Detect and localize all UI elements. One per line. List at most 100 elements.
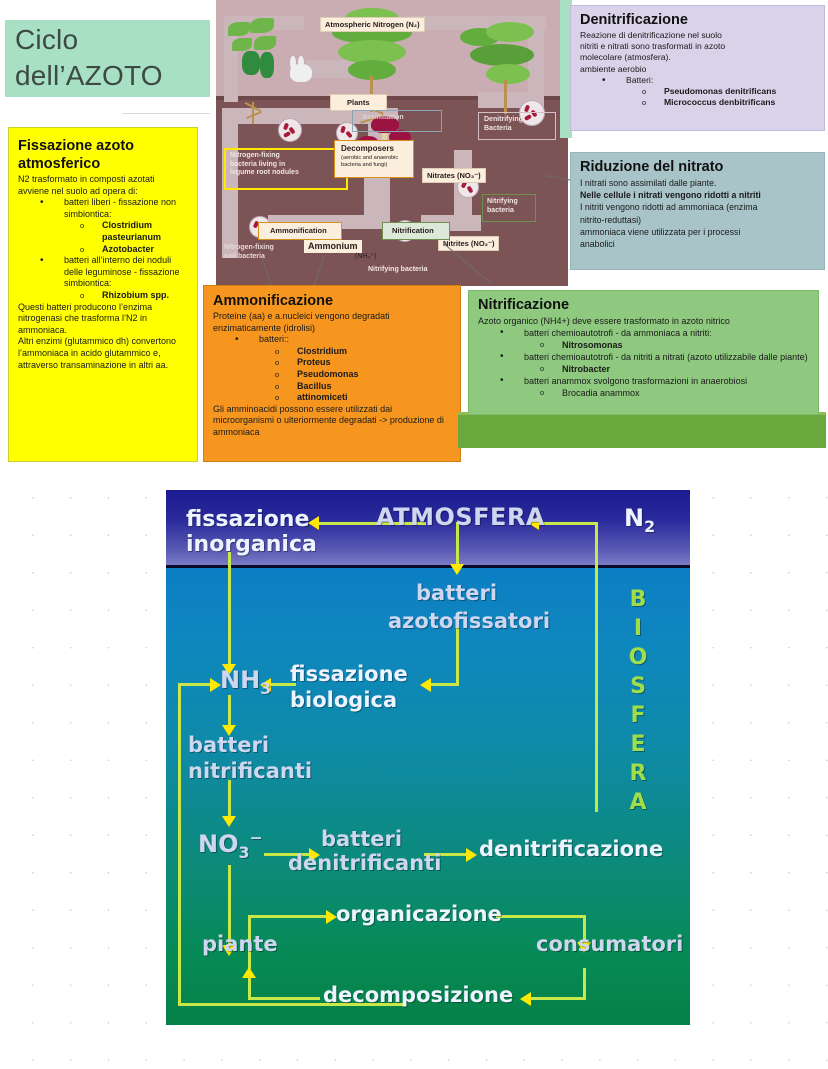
rabbit: [290, 64, 312, 82]
line-far-left-vertical: [178, 683, 181, 1003]
ammonificazione-sub-4: Bacillus: [213, 381, 452, 393]
cycle-label-batteri-denitrificanti-1: batteri: [321, 827, 403, 851]
cycle-label-no3: NO3−: [198, 828, 263, 862]
atmosphere-biosphere-divider: [166, 565, 690, 568]
line-bottom-return: [178, 1003, 406, 1006]
arrow-to-nitrificanti: [222, 725, 236, 736]
line-no3-to-denitrificanti: [264, 853, 312, 856]
fissazione-tail-1: Questi batteri producono l’enzima nitrog…: [18, 301, 153, 335]
arrow-to-decomposizione: [520, 992, 531, 1006]
label-nitrification: Nitrification: [392, 226, 434, 235]
label-atmospheric-nitrogen: Atmospheric Nitrogen (N₂): [320, 17, 425, 32]
nitrificazione-list: batteri chemioautotrofi - da ammoniaca a…: [478, 327, 810, 399]
denitrificazione-list: Batteri: Pseudomonas denitrificans Micro…: [580, 75, 816, 109]
nitrificazione-bullet-2: batteri chemioautotrofi - da nitriti a n…: [478, 351, 810, 363]
arrow-band-left: [222, 108, 238, 258]
green-accent-strip: [560, 0, 572, 138]
label-nitrifying-bacteria: Nitrifying bacteria: [487, 198, 518, 214]
title-divider: [122, 113, 210, 114]
arrow-to-organicazione: [326, 910, 337, 924]
biosfera-letter-6: R: [629, 761, 647, 786]
fissazione-bullet-1: batteri liberi - fissazione non simbiont…: [18, 197, 189, 220]
fissazione-list: batteri liberi - fissazione non simbiont…: [18, 197, 189, 301]
ammonificazione-sub-1: Clostridium: [213, 346, 452, 358]
riduzione-line-1: I nitrati sono assimilati dalle piante.: [580, 178, 717, 188]
nitrogen-cycle-illustration: Atmospheric Nitrogen (N₂) Plants Assimil…: [216, 0, 568, 286]
cycle-diagram-image: fissazione inorganica ATMOSFERA N2 batte…: [166, 490, 690, 1025]
denitrificazione-line-3: molecolare (atmosfera).: [580, 52, 671, 63]
biosfera-letter-4: F: [630, 703, 646, 728]
outline-assimilation: [352, 110, 442, 132]
nitrificazione-bullet-1: batteri chemioautotrofi - da ammoniaca a…: [478, 327, 810, 339]
cycle-label-batteri-denitrificanti-2: denitrificanti: [288, 851, 442, 875]
cycle-label-organicazione: organicazione: [336, 902, 502, 926]
fissazione-sub-1-2: Azotobacter: [18, 244, 189, 256]
box-riduzione-nitrato: Riduzione del nitrato I nitrati sono ass…: [570, 152, 825, 270]
denitrificazione-line-4: ambiente aerobio: [580, 63, 647, 74]
arrow-to-piante: [222, 945, 236, 956]
box-ammonificazione: Ammonificazione Proteine (aa) e a.nuclei…: [203, 285, 461, 462]
rabbit-ear-2: [298, 56, 304, 70]
label-ammonium-sub: (NH₄⁺): [355, 253, 377, 260]
fissazione-intro-1: N2 trasformato in composti azotati: [18, 174, 155, 184]
ammonificazione-heading: Ammonificazione: [213, 293, 334, 309]
line-no3-to-piante: [228, 865, 231, 951]
denitrificazione-line-2: nitriti e nitrati sono trasformati in az…: [580, 41, 726, 52]
riduzione-line-5: ammoniaca viene utilizzata per i process…: [580, 226, 741, 237]
cycle-label-nh3: NH3: [220, 666, 272, 698]
ammonificazione-sub-2: Proteus: [213, 357, 452, 369]
line-azotofissatori-left: [428, 683, 459, 686]
cycle-label-batteri-nitrificanti-2: nitrificanti: [188, 759, 313, 783]
denitrificazione-bullet-1: Batteri:: [580, 75, 816, 86]
cycle-label-fissazione-inorganica-2: inorganica: [186, 532, 317, 557]
line-biologica-to-nh3: [268, 683, 296, 686]
arrow-decomposizione-to-piante: [242, 967, 256, 978]
cycle-label-batteri-azotofissatori-1: batteri: [416, 581, 498, 605]
nitrificazione-heading: Nitrificazione: [478, 297, 570, 313]
biosfera-letter-5: E: [630, 732, 646, 757]
bottom-dotted-canvas: fissazione inorganica ATMOSFERA N2 batte…: [0, 465, 828, 1069]
arrow-to-denitrificanti: [309, 848, 320, 862]
fissazione-bullet-2: batteri all’interno dei noduli delle leg…: [18, 255, 189, 290]
cycle-label-fissazione-biologica-1: fissazione: [290, 662, 408, 686]
cycle-label-decomposizione: decomposizione: [323, 983, 514, 1007]
title-line-1: Ciclo: [15, 24, 79, 55]
arrow-to-fissazione-biologica: [420, 678, 431, 692]
outline-decomposers: [334, 140, 414, 178]
fissazione-heading: Fissazione azoto atmosferico: [18, 138, 135, 172]
label-nitrogen-fixing-soil: Nitrogen-fixing soil bacteria: [224, 244, 274, 260]
fissazione-sub-2-1: Rhizobium spp.: [18, 290, 189, 302]
riduzione-heading: Riduzione del nitrato: [580, 159, 724, 175]
label-nitrates: Nitrates (NO₃⁻): [422, 168, 486, 183]
label-nitrifying-bacteria-bottom: Nitrifying bacteria: [368, 266, 428, 273]
arrow-loop-into-nh3: [210, 678, 221, 692]
line-bottom-return-up: [403, 997, 406, 1006]
biosfera-letter-0: B: [629, 587, 647, 612]
arrow-to-nh3-right: [260, 678, 271, 692]
label-decomposers-sub: (aerobic and anaerobic bacteria and fung…: [341, 155, 399, 168]
nitrificazione-sub-3-1: Brocadia anammox: [478, 387, 810, 399]
nitrificazione-sub-2-1: Nitrobacter: [478, 363, 810, 375]
line-nh3-down: [228, 695, 231, 731]
box-fissazione-azoto: Fissazione azoto atmosferico N2 trasform…: [8, 127, 198, 462]
atmosphere-band: [166, 490, 690, 565]
ammonificazione-bullet-1: batteri::: [213, 334, 452, 346]
line-loop-into-nh3: [178, 683, 214, 686]
title-line-2: dell’AZOTO: [15, 60, 163, 91]
line-decomposizione-to-piante: [248, 997, 320, 1000]
arrow-band-left-up: [224, 16, 238, 102]
label-ammonification: Ammonification: [270, 226, 327, 235]
cycle-label-fissazione-biologica-2: biologica: [290, 688, 398, 712]
riduzione-line-4: nitrito-reduttasi): [580, 214, 642, 225]
top-slide: Ciclo dell’AZOTO: [0, 0, 828, 465]
arrow-inorganica-to-nh3: [222, 664, 236, 675]
cycle-label-consumatori: consumatori: [536, 932, 684, 956]
fissazione-sub-1-1: Clostridium pasteurianum: [18, 220, 189, 243]
outline-nitrifying-bacteria: [482, 194, 536, 222]
line-down-to-consumatori: [583, 915, 586, 947]
biosfera-letter-1: I: [633, 616, 643, 641]
cycle-label-fissazione-inorganica-1: fissazione: [186, 507, 310, 532]
denitrificazione-sub-2: Micrococcus denbitrificans: [580, 97, 816, 108]
biosphere-band: [166, 568, 690, 1025]
microbe-icon-1: [278, 118, 302, 142]
